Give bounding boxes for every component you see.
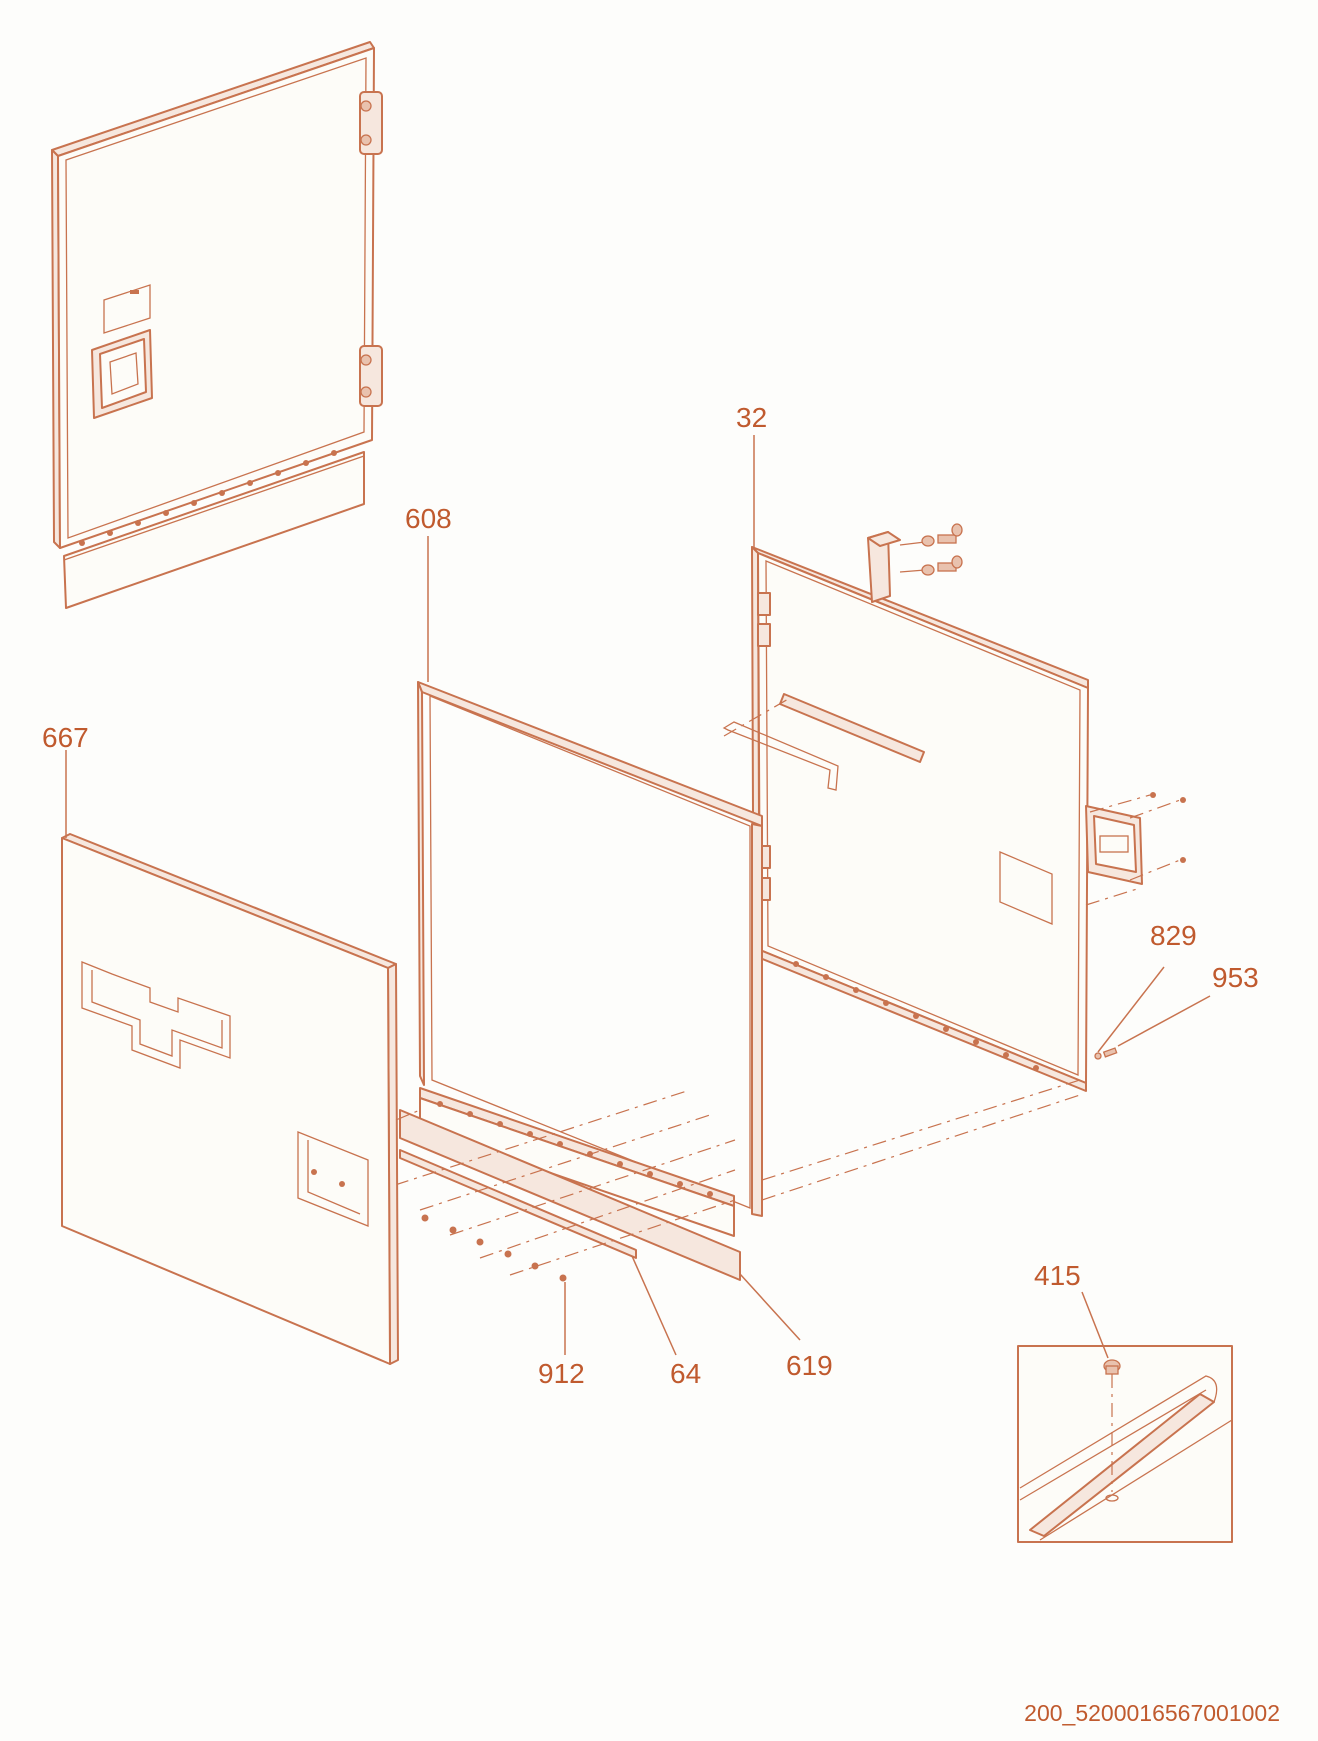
- side-panel: [61, 833, 421, 1365]
- leader-953: [1117, 995, 1211, 1047]
- frame-panel: [417, 681, 1081, 1217]
- door-panel: [51, 41, 383, 609]
- label-619: 619: [786, 1350, 833, 1381]
- label-32: 32: [736, 402, 768, 433]
- rear-panel: [722, 523, 1186, 1092]
- rear-panel-bottom-rivets: [793, 961, 1039, 1071]
- leader-lines: [65, 435, 1211, 1359]
- leader-619: [739, 1273, 801, 1341]
- bottom-strip-619: [399, 1087, 741, 1281]
- leader-64: [631, 1255, 677, 1356]
- label-415: 415: [1034, 1260, 1081, 1291]
- leader-415: [1081, 1291, 1109, 1359]
- detail-inset: [1017, 1345, 1233, 1543]
- label-608: 608: [405, 503, 452, 534]
- label-953: 953: [1212, 962, 1259, 993]
- label-667: 667: [42, 722, 89, 753]
- strip-rivets: [437, 1101, 713, 1197]
- bottom-strip-64: [394, 1089, 736, 1276]
- leader-829: [1097, 966, 1165, 1053]
- door-bottom-rivets: [79, 450, 337, 546]
- rivets-912: [421, 1214, 567, 1282]
- label-912: 912: [538, 1358, 585, 1389]
- document-number: 200_5200016567001002: [1024, 1700, 1280, 1726]
- label-829: 829: [1150, 920, 1197, 951]
- label-64: 64: [670, 1358, 702, 1389]
